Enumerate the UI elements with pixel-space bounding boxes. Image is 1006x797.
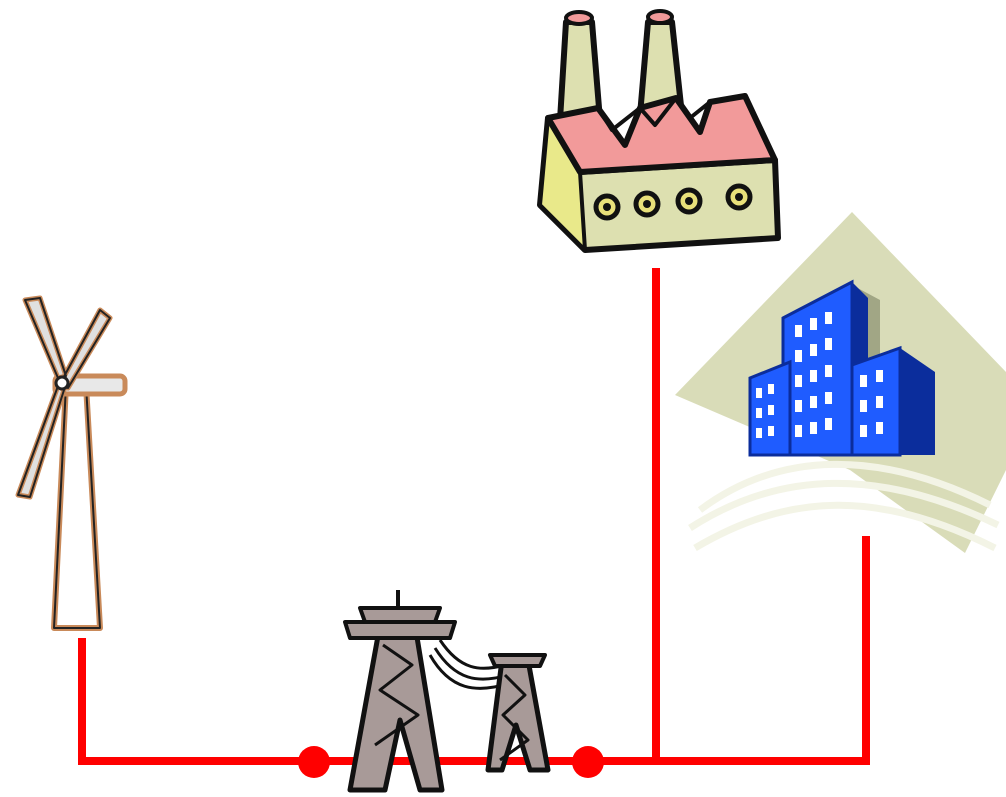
factory-icon (540, 11, 778, 250)
wind-turbine-icon (18, 298, 125, 628)
junction-dot-left (298, 746, 330, 778)
turbine-hub (56, 377, 68, 389)
junction-dot-right (572, 746, 604, 778)
factory-chimney-left (560, 22, 600, 120)
line-city (656, 540, 866, 761)
city-buildings-icon (675, 212, 1006, 553)
large-tower (350, 625, 442, 790)
